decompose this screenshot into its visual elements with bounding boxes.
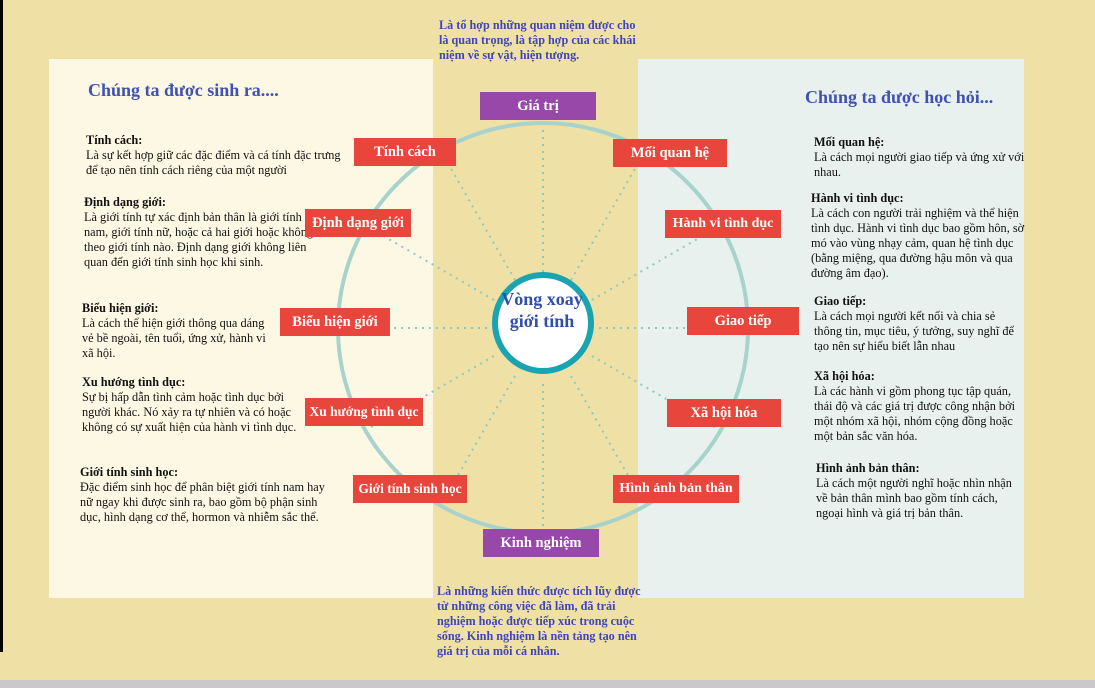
left-edge-bar	[0, 0, 3, 652]
left-item-term: Giới tính sinh học:	[80, 465, 179, 479]
right-item-desc: Là cách mọi người kết nối và chia sẻ thô…	[814, 309, 1014, 353]
left-item-desc: Là giới tính tự xác định bản thân là giớ…	[84, 210, 314, 269]
label-tinh-cach: Tính cách	[354, 138, 456, 166]
label-dinh-dang-gioi: Định dạng giới	[305, 209, 411, 237]
left-item-term: Xu hướng tình dục:	[82, 375, 186, 389]
right-item-term: Mối quan hệ:	[814, 135, 885, 149]
right-item-desc: Là cách mọi người giao tiếp và ứng xử vớ…	[814, 150, 1025, 179]
left-item-gender-identity: Định dạng giới: Là giới tính tự xác định…	[84, 195, 320, 270]
label-gia-tri: Giá trị	[480, 92, 596, 120]
right-item-term: Xã hội hóa:	[814, 369, 875, 383]
label-hinh-anh-ban-than: Hình ảnh bản thân	[613, 475, 739, 503]
label-giao-tiep: Giao tiếp	[687, 307, 799, 335]
left-item-term: Định dạng giới:	[84, 195, 166, 209]
right-item-relationships: Mối quan hệ: Là cách mọi người giao tiếp…	[814, 135, 1028, 180]
left-item-personality: Tính cách: Là sự kết hợp giữ các đặc điể…	[86, 133, 346, 178]
right-item-sexual-behavior: Hành vi tình dục: Là cách con người trải…	[811, 191, 1025, 281]
left-item-desc: Sự bị hấp dẫn tình cảm hoặc tình dục bởi…	[82, 390, 297, 434]
label-gioi-tinh-sinh-hoc: Giới tính sinh học	[353, 475, 467, 503]
left-item-term: Tính cách:	[86, 133, 143, 147]
left-item-gender-expression: Biểu hiện giới: Là cách thể hiện giới th…	[82, 301, 274, 361]
right-item-communication: Giao tiếp: Là cách mọi người kết nối và …	[814, 294, 1024, 354]
wheel-hub	[492, 272, 594, 374]
bottom-scroll-bar	[0, 680, 1095, 688]
right-item-desc: Là cách một người nghĩ hoặc nhìn nhận về…	[816, 476, 1012, 520]
right-item-self-image: Hình ảnh bản thân: Là cách một người ngh…	[816, 461, 1022, 521]
right-item-term: Hình ảnh bản thân:	[816, 461, 920, 475]
right-item-desc: Là cách con người trải nghiệm và thể hiệ…	[811, 206, 1025, 280]
left-panel-title: Chúng ta được sinh ra....	[88, 80, 279, 100]
label-bieu-hien-gioi: Biểu hiện giới	[280, 308, 390, 336]
label-xu-huong-tinh-duc: Xu hướng tình dục	[305, 398, 423, 426]
left-item-biological-sex: Giới tính sinh học: Đặc điểm sinh học để…	[80, 465, 326, 525]
left-item-desc: Là cách thể hiện giới thông qua dáng vẻ …	[82, 316, 266, 360]
values-note: Là tổ hợp những quan niệm được cho là qu…	[439, 18, 636, 62]
right-item-socialization: Xã hội hóa: Là các hành vi gồm phong tục…	[814, 369, 1024, 444]
left-item-sexual-orientation: Xu hướng tình dục: Sự bị hấp dẫn tình cả…	[82, 375, 304, 435]
wheel-center-label: Vòng xoay giới tính	[501, 289, 583, 331]
left-item-term: Biểu hiện giới:	[82, 301, 159, 315]
spoke	[441, 152, 516, 281]
label-hanh-vi-tinh-duc: Hành vi tình dục	[665, 210, 781, 238]
left-item-desc: Đặc điểm sinh học để phân biệt giới tính…	[80, 480, 325, 524]
spoke	[367, 226, 495, 301]
right-item-desc: Là các hành vi gồm phong tục tập quán, t…	[814, 384, 1015, 443]
spoke	[570, 152, 645, 281]
label-kinh-nghiem: Kinh nghiệm	[483, 529, 599, 557]
label-moi-quan-he: Mối quan hệ	[613, 139, 727, 167]
right-panel-title: Chúng ta được học hỏi...	[805, 87, 994, 107]
left-item-desc: Là sự kết hợp giữ các đặc điểm và cá tín…	[86, 148, 341, 177]
experience-note: Là những kiến thức được tích lũy được từ…	[437, 584, 641, 658]
right-item-term: Hành vi tình dục:	[811, 191, 904, 205]
label-xa-hoi-hoa: Xã hội hóa	[667, 399, 781, 427]
right-item-term: Giao tiếp:	[814, 294, 867, 308]
